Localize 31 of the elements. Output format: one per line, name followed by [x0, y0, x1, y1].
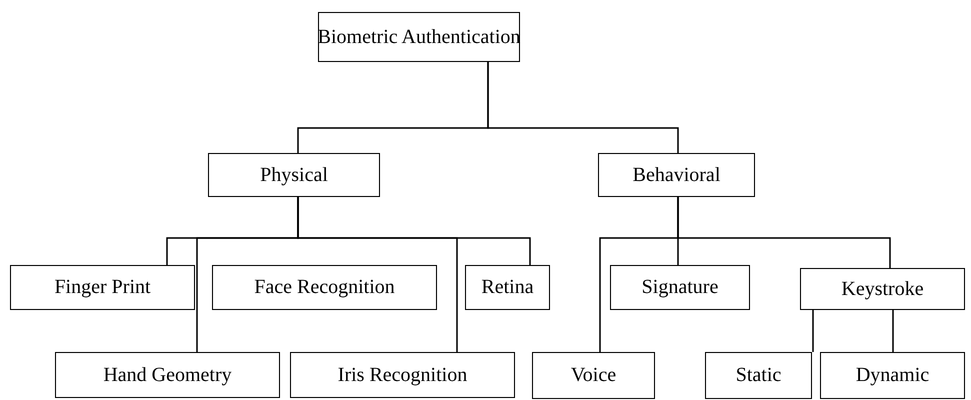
category-box [598, 153, 755, 197]
node-label: Dynamic [856, 364, 930, 387]
node-label: Static [736, 364, 782, 387]
connector-line [892, 310, 894, 352]
connector-line [487, 62, 679, 153]
node-label: Signature [642, 276, 718, 299]
node-label: Finger Print [54, 276, 151, 299]
category-box [208, 153, 380, 197]
node-label: Biometric Authentication [318, 26, 520, 48]
connector-line [677, 197, 891, 268]
category-box [800, 268, 965, 310]
category-box [318, 12, 520, 62]
node-label: Iris Recognition [338, 364, 468, 386]
node-label: Hand Geometry [103, 364, 232, 386]
node-label: Keystroke [841, 278, 924, 300]
node-label: Physical [260, 164, 328, 186]
node-label: Retina [481, 276, 534, 299]
category-box [55, 352, 280, 398]
category-box [610, 265, 750, 310]
category-box [465, 265, 550, 310]
category-box [532, 352, 655, 399]
category-box [705, 352, 812, 399]
category-box [290, 352, 515, 398]
node-label: Face Recognition [254, 276, 395, 299]
category-box [212, 265, 437, 310]
node-label: Behavioral [632, 164, 720, 186]
connector-line [297, 197, 531, 265]
connector-line [812, 310, 814, 352]
node-label: Voice [570, 364, 616, 387]
category-box [10, 265, 195, 310]
category-box [820, 352, 965, 399]
